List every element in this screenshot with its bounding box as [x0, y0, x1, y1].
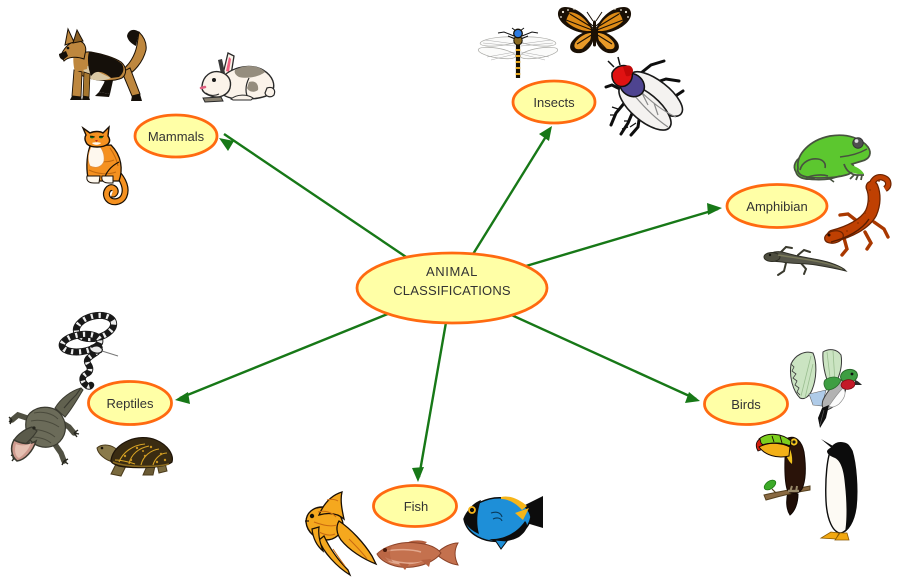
svg-text:Insects: Insects	[533, 95, 575, 110]
svg-text:Reptiles: Reptiles	[107, 396, 154, 411]
svg-text:CLASSIFICATIONS: CLASSIFICATIONS	[393, 283, 511, 298]
svg-text:Mammals: Mammals	[148, 129, 205, 144]
svg-text:Birds: Birds	[731, 397, 761, 412]
svg-text:Amphibian: Amphibian	[746, 199, 807, 214]
svg-text:ANIMAL: ANIMAL	[426, 264, 478, 279]
svg-text:Fish: Fish	[404, 499, 429, 514]
